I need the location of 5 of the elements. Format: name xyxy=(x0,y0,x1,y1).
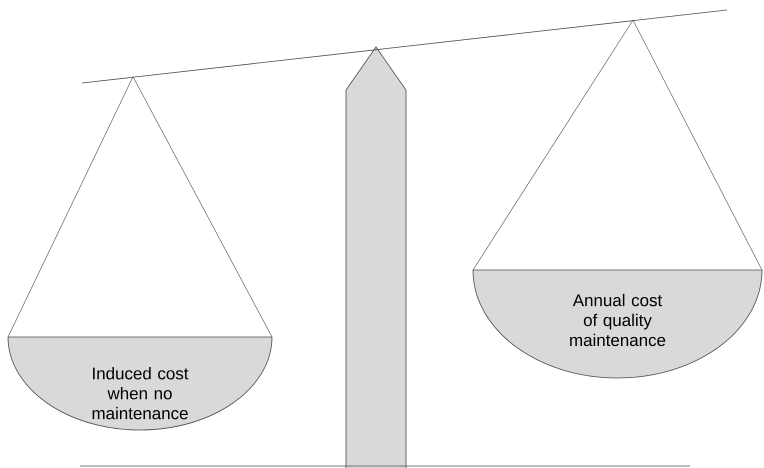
beam-line xyxy=(82,10,728,84)
pan-strings xyxy=(472,20,762,270)
pan-strings xyxy=(8,76,272,338)
scale-pan: Annual cost of quality maintenance xyxy=(472,270,762,378)
scale-pan: Induced cost when no maintenance xyxy=(8,336,272,430)
